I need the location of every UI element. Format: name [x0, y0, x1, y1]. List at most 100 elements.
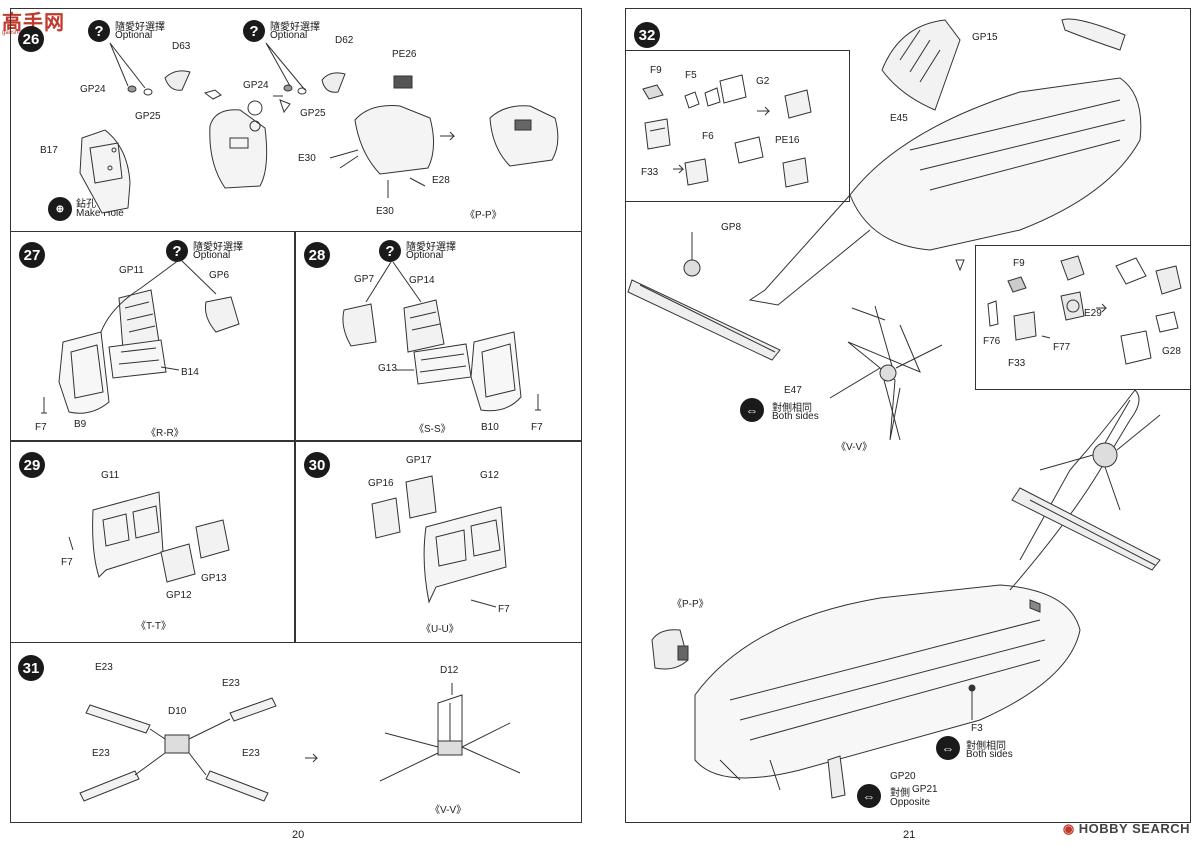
make-hole-en: Make Hole — [76, 208, 124, 219]
step-number: 31 — [18, 655, 44, 681]
page-number: 20 — [292, 829, 305, 841]
optional-label-cn: 隨愛好選擇 — [270, 22, 320, 33]
step-29-panel: 29 G11 F7 GP12 GP13 《T-T》 — [10, 441, 295, 643]
optional-label-en: Optional — [270, 30, 308, 41]
part-label: G2 — [756, 76, 770, 87]
part-label: B10 — [481, 422, 499, 433]
step-30-drawing — [371, 475, 507, 608]
part-label: D12 — [440, 665, 459, 676]
part-label: B9 — [74, 419, 87, 430]
part-label: GP8 — [721, 222, 742, 233]
part-label: E30 — [376, 206, 394, 217]
hobby-search-text: HOBBY SEARCH — [1078, 821, 1190, 836]
optional-icon: ? — [88, 20, 110, 42]
part-label: F76 — [983, 336, 1001, 347]
step-28-panel: 28 ? 隨愛好選擇 Optional GP7 GP14 G13 B10 F7 … — [295, 231, 582, 441]
part-label: G11 — [101, 470, 120, 481]
step-32-drawing — [627, 18, 1161, 799]
optional-icon: ? — [166, 240, 188, 262]
part-label: GP17 — [406, 455, 432, 466]
opposite-icon: ⇔ — [857, 784, 881, 808]
drill-icon: ⊕ — [48, 197, 72, 221]
inset-1-drawing — [642, 74, 812, 188]
part-label: GP24 — [243, 80, 269, 91]
part-label: E45 — [890, 113, 908, 124]
part-label: E29 — [1084, 308, 1102, 319]
part-label: GP21 — [912, 784, 938, 795]
optional-icon: ? — [379, 240, 401, 262]
step-caption: 《U-U》 — [421, 624, 459, 635]
part-label: GP14 — [409, 275, 435, 286]
part-label: F9 — [650, 65, 662, 76]
part-label: F6 — [702, 131, 714, 142]
step-29-drawing — [68, 491, 230, 583]
step-26-panel: 26 ? 隨愛好選擇 Optional ? 隨愛好選擇 Optional GP2… — [10, 8, 582, 231]
part-label: F5 — [685, 70, 697, 81]
optional-label-en: Optional — [193, 250, 231, 261]
part-label: GP24 — [80, 84, 106, 95]
step-number: 27 — [19, 242, 45, 268]
part-label: GP11 — [119, 265, 144, 276]
left-page: 高手网 gaoshou.net 26 ? 隨愛好選擇 Optional ? 隨愛… — [2, 8, 582, 841]
step-number: 29 — [19, 452, 45, 478]
part-label: E23 — [242, 748, 260, 759]
hobby-search-mark-icon: ◉ — [1062, 821, 1079, 836]
part-label: GP6 — [209, 270, 230, 281]
part-label: GP20 — [890, 771, 916, 782]
step-number: 30 — [304, 452, 330, 478]
inset-panel-1: F9 F5 G2 F6 PE16 F33 — [625, 50, 850, 202]
both-sides-cn: 對側相同 — [772, 403, 812, 414]
both-sides-icon: ⇔ — [740, 398, 764, 422]
opposite-en: Opposite — [890, 797, 931, 808]
step-number: 32 — [634, 22, 660, 48]
step-number: 26 — [18, 26, 44, 52]
part-label: PE26 — [392, 49, 417, 60]
part-label: F33 — [641, 167, 659, 178]
step-caption: 《S-S》 — [414, 424, 451, 435]
part-label: GP16 — [368, 478, 394, 489]
part-label: GP7 — [354, 274, 375, 285]
part-label: GP12 — [166, 590, 192, 601]
part-label: F7 — [531, 422, 543, 433]
part-label: F33 — [1008, 358, 1026, 369]
step-28-drawing — [342, 261, 541, 412]
part-label: E23 — [222, 678, 240, 689]
both-sides-en: Both sides — [772, 411, 819, 422]
optional-label-en: Optional — [406, 250, 444, 261]
optional-label-cn: 隨愛好選擇 — [115, 22, 165, 33]
step-caption: 《P-P》 — [465, 210, 502, 221]
step-number: 28 — [304, 242, 330, 268]
part-label: GP25 — [135, 111, 161, 122]
part-label: G28 — [1162, 346, 1181, 357]
part-label: D63 — [172, 41, 191, 52]
step-31-panel: 31 E23 E23 D10 E23 E23 D12 《V-V》 — [10, 643, 582, 823]
part-label: GP25 — [300, 108, 326, 119]
optional-icon: ? — [243, 20, 265, 42]
inset-panel-2: F9 E29 F76 F33 F77 G28 — [975, 245, 1191, 390]
optional-label-cn: 隨愛好選擇 — [406, 242, 456, 253]
part-label: E28 — [432, 175, 450, 186]
both-sides-icon: ⇔ — [936, 736, 960, 760]
step-27-panel: 27 ? 隨愛好選擇 Optional GP11 GP6 B14 F7 B9 《… — [10, 231, 295, 441]
both-sides-cn: 對側相同 — [966, 741, 1006, 752]
part-label: F7 — [498, 604, 510, 615]
step-caption: 《V-V》 — [836, 442, 873, 453]
make-hole-cn: 鉆孔 — [76, 199, 96, 210]
optional-label-cn: 隨愛好選擇 — [193, 242, 243, 253]
part-label: GP13 — [201, 573, 227, 584]
hobby-search-logo: ◉ HOBBY SEARCH — [1063, 821, 1190, 837]
part-label: F9 — [1013, 258, 1025, 269]
part-label: G13 — [378, 363, 397, 374]
step-27-drawing — [41, 259, 240, 414]
part-label: B17 — [40, 145, 58, 156]
page-number: 21 — [903, 829, 916, 841]
part-label: F7 — [35, 422, 47, 433]
part-label: F77 — [1053, 342, 1071, 353]
optional-label-en: Optional — [115, 30, 153, 41]
part-label: E30 — [298, 153, 316, 164]
inset-2-drawing — [987, 255, 1182, 365]
part-label: PE16 — [775, 135, 800, 146]
part-label: D10 — [168, 706, 187, 717]
step-31-drawing — [79, 683, 521, 802]
step-caption: 《R-R》 — [146, 428, 184, 439]
